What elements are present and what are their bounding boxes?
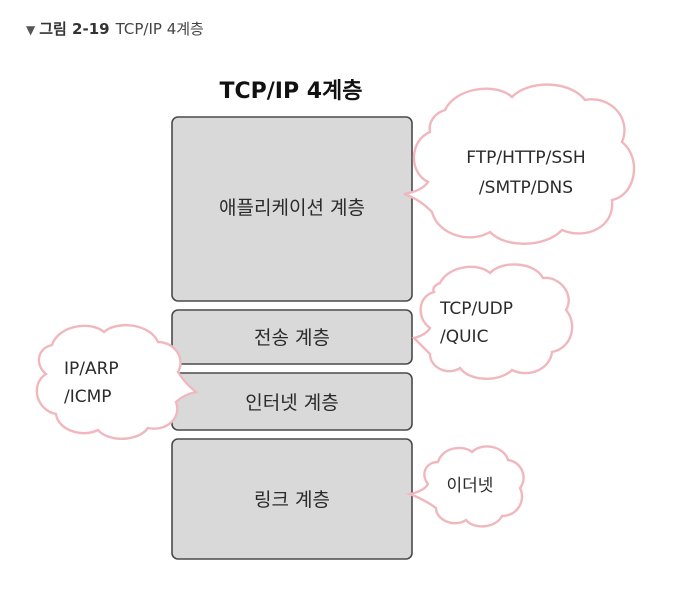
layer-internet-label: 인터넷 계층 (245, 392, 338, 414)
callout-internet-protocols: IP/ARP /ICMP (35, 324, 199, 440)
cloud-shape-icon (411, 263, 574, 380)
callout-internet-line-1: IP/ARP (64, 359, 119, 379)
cloud-shape-icon (405, 445, 525, 528)
callout-transport-line-1: TCP/UDP (439, 299, 513, 319)
layer-transport-label: 전송 계층 (254, 327, 330, 349)
layer-internet: 인터넷 계층 (171, 372, 413, 431)
callout-transport-protocols: TCP/UDP /QUIC (411, 263, 574, 380)
callout-transport-line-2: /QUIC (440, 327, 488, 347)
callout-application-line-2: /SMTP/DNS (479, 178, 573, 198)
layer-link-box (171, 438, 413, 560)
figure-caption: ▼그림 2-19 TCP/IP 4계층 (26, 18, 204, 39)
layer-application: 애플리케이션 계층 (171, 116, 413, 302)
layer-application-label: 애플리케이션 계층 (219, 197, 365, 219)
figure-number: 그림 2-19 (39, 20, 110, 38)
figure-caption-text: TCP/IP 4계층 (115, 20, 204, 38)
callout-link-protocols: 이더넷 (405, 445, 525, 528)
callout-link-line-1: 이더넷 (447, 476, 494, 496)
callout-internet-line-2: /ICMP (64, 387, 112, 407)
callout-application-line-1: FTP/HTTP/SSH (466, 148, 585, 168)
layer-link: 링크 계층 (171, 438, 413, 560)
layer-link-label: 링크 계층 (254, 489, 330, 511)
layer-transport: 전송 계층 (171, 309, 413, 365)
caption-triangle-icon: ▼ (26, 23, 36, 37)
cloud-shape-icon (35, 324, 199, 440)
cloud-shape-icon (403, 83, 636, 245)
callout-application-protocols: FTP/HTTP/SSH /SMTP/DNS (403, 83, 636, 245)
layer-application-box (171, 116, 413, 302)
layer-transport-box (171, 309, 413, 365)
diagram-title: TCP/IP 4계층 (219, 79, 362, 104)
